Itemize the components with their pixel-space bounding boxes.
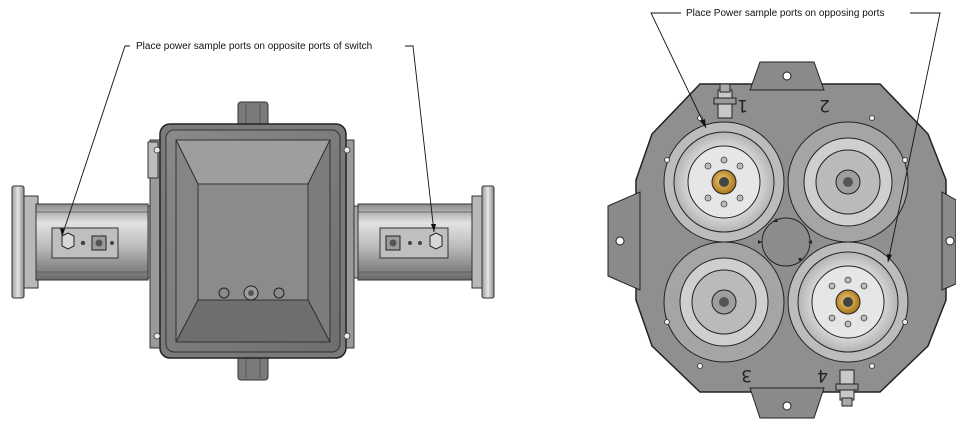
switch-face-view: 1 2 3 (607, 8, 956, 419)
left-callout-leader-a (61, 45, 130, 237)
port-3 (663, 241, 785, 363)
port-1-sample-connector (713, 83, 737, 119)
right-end-flange (481, 185, 495, 299)
left-sample-port (61, 232, 75, 250)
port-1 (663, 121, 785, 243)
port-number-2: 2 (819, 95, 830, 115)
front-hole-left (218, 287, 230, 299)
front-hole-right (273, 287, 285, 299)
right-callout-leader-a (650, 12, 707, 129)
center-disc (761, 217, 811, 267)
left-callout-leader-b (405, 45, 435, 233)
port-number-1: 1 (737, 95, 748, 115)
port-2 (787, 121, 909, 243)
port-4 (787, 241, 909, 363)
housing-lid-face (197, 183, 309, 301)
port-number-3: 3 (741, 365, 752, 385)
switch-side-view: Place power sample ports on opposite por… (11, 41, 495, 381)
right-callout-leader-b (887, 12, 941, 263)
right-sample-port (429, 232, 443, 250)
left-callout-text: Place power sample ports on opposite por… (136, 41, 372, 52)
port-4-sample-connector (835, 369, 859, 407)
right-callout-text: Place Power sample ports on opposing por… (686, 8, 884, 19)
left-end-flange (11, 185, 25, 299)
port-number-4: 4 (817, 365, 828, 385)
